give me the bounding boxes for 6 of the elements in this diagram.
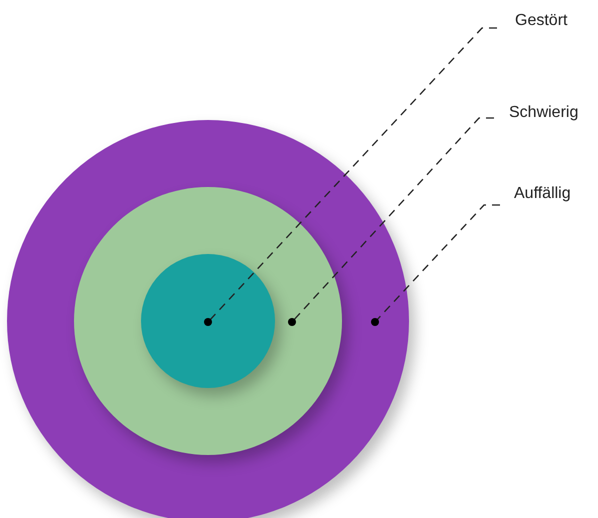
leader-line (288, 117, 494, 326)
ring-label: Schwierig (509, 104, 578, 122)
leader-line (204, 27, 497, 326)
ring-label: Auffällig (514, 185, 571, 203)
ring-label: Gestört (515, 12, 568, 30)
leader-line (371, 204, 500, 326)
